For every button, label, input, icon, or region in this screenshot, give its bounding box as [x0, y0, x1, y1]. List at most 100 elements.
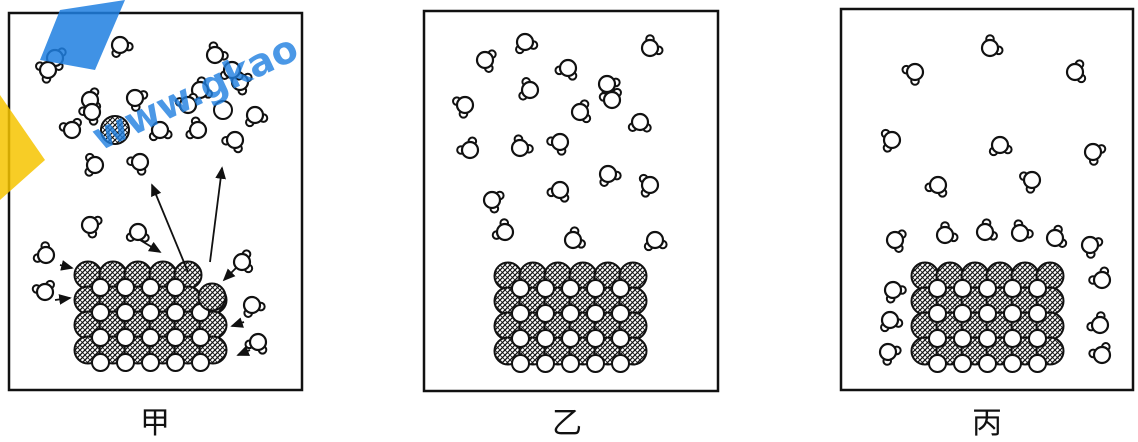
water-molecule-icon	[1045, 224, 1068, 248]
water-molecule-icon	[244, 332, 268, 355]
panel-yi-content	[452, 32, 668, 373]
water-molecule-icon	[32, 241, 56, 265]
small-white-ion	[511, 354, 530, 373]
water-molecule-icon	[1065, 59, 1087, 84]
water-molecule-icon	[475, 49, 497, 73]
small-white-ion	[953, 279, 972, 298]
small-white-ion	[586, 279, 605, 298]
small-white-ion	[611, 329, 630, 348]
panel-bing-frame	[839, 7, 1135, 392]
water-molecule-icon	[880, 310, 904, 333]
water-molecule-icon	[245, 105, 269, 128]
water-molecule-icon	[880, 128, 902, 153]
small-white-ion	[953, 329, 972, 348]
ionic-crystal	[910, 261, 1065, 373]
water-molecule-icon	[570, 99, 592, 124]
water-molecule-icon	[35, 60, 58, 84]
water-molecule-icon	[126, 152, 150, 176]
small-white-ion	[116, 353, 135, 372]
small-white-ion	[166, 303, 185, 322]
small-white-ion	[611, 304, 630, 323]
small-white-ion	[1028, 304, 1047, 323]
water-molecule-icon	[510, 134, 534, 158]
small-white-ion	[1003, 304, 1022, 323]
small-white-ion	[536, 304, 555, 323]
water-molecule-icon	[518, 77, 540, 101]
small-white-ion	[978, 279, 997, 298]
small-white-ion	[511, 329, 530, 348]
small-white-ion	[141, 303, 160, 322]
motion-arrow	[222, 267, 237, 282]
panel-yi-frame	[422, 9, 720, 393]
water-molecule-icon	[1080, 235, 1104, 259]
small-white-ion	[1028, 354, 1047, 373]
motion-arrow	[139, 239, 162, 253]
water-molecule-icon	[883, 280, 907, 304]
small-white-ion	[928, 354, 947, 373]
water-molecule-icon	[219, 60, 244, 81]
small-white-ion	[586, 354, 605, 373]
water-molecule-icon	[563, 226, 586, 250]
motion-arrow	[236, 345, 251, 356]
water-molecule-icon	[627, 112, 652, 133]
caption-jia: 甲	[140, 406, 170, 441]
small-white-ion	[536, 354, 555, 373]
water-molecule-icon	[190, 76, 213, 100]
water-molecule-icon	[980, 34, 1004, 58]
small-white-ion	[141, 328, 160, 347]
motion-arrow	[230, 317, 245, 328]
water-molecule-icon	[975, 218, 998, 242]
water-molecule-icon	[58, 117, 82, 140]
water-molecule-icon	[185, 116, 208, 140]
small-white-ion	[561, 329, 580, 348]
small-white-ion	[586, 304, 605, 323]
water-molecule-icon	[125, 222, 150, 243]
water-molecule-icon	[643, 230, 668, 252]
water-molecule-icon	[31, 279, 55, 302]
water-molecule-icon	[515, 32, 539, 55]
ionic-crystal	[493, 261, 648, 373]
caption-bing: 丙	[972, 406, 1002, 441]
small-white-ion	[511, 304, 530, 323]
small-white-ion	[928, 279, 947, 298]
small-white-ion	[91, 353, 110, 372]
water-molecule-icon	[232, 249, 254, 274]
small-white-ion	[561, 304, 580, 323]
water-molecule-icon	[901, 62, 925, 86]
small-white-ion	[1003, 279, 1022, 298]
water-molecule-icon	[491, 218, 515, 242]
small-white-ion	[586, 329, 605, 348]
small-white-ion	[141, 278, 160, 297]
ionic-crystal	[73, 260, 228, 372]
small-white-ion	[536, 329, 555, 348]
small-white-ion	[91, 278, 110, 297]
water-molecule-icon	[554, 58, 578, 81]
small-white-ion	[1003, 354, 1022, 373]
small-white-ion	[953, 304, 972, 323]
small-white-ion	[166, 328, 185, 347]
water-molecule-icon	[78, 102, 102, 126]
water-molecule-icon	[935, 221, 959, 245]
water-molecule-icon	[242, 295, 266, 318]
small-white-ion	[978, 329, 997, 348]
water-molecule-icon	[125, 88, 149, 112]
small-white-ion	[561, 354, 580, 373]
small-white-ion	[116, 328, 135, 347]
small-white-ion	[91, 328, 110, 347]
water-molecule-icon	[988, 135, 1013, 157]
motion-arrow	[151, 183, 189, 273]
small-white-ion	[536, 279, 555, 298]
water-molecule-icon	[80, 215, 103, 239]
water-molecule-icon	[878, 342, 902, 366]
water-molecule-icon	[1083, 142, 1107, 166]
small-white-ion	[953, 354, 972, 373]
small-white-ion	[116, 303, 135, 322]
water-molecule-icon	[482, 190, 505, 214]
water-molecule-icon	[148, 120, 173, 142]
water-molecule-icon	[1088, 342, 1112, 365]
small-white-ion	[978, 304, 997, 323]
small-white-ion	[213, 100, 233, 120]
small-white-ion	[166, 353, 185, 372]
small-white-ion	[1003, 329, 1022, 348]
